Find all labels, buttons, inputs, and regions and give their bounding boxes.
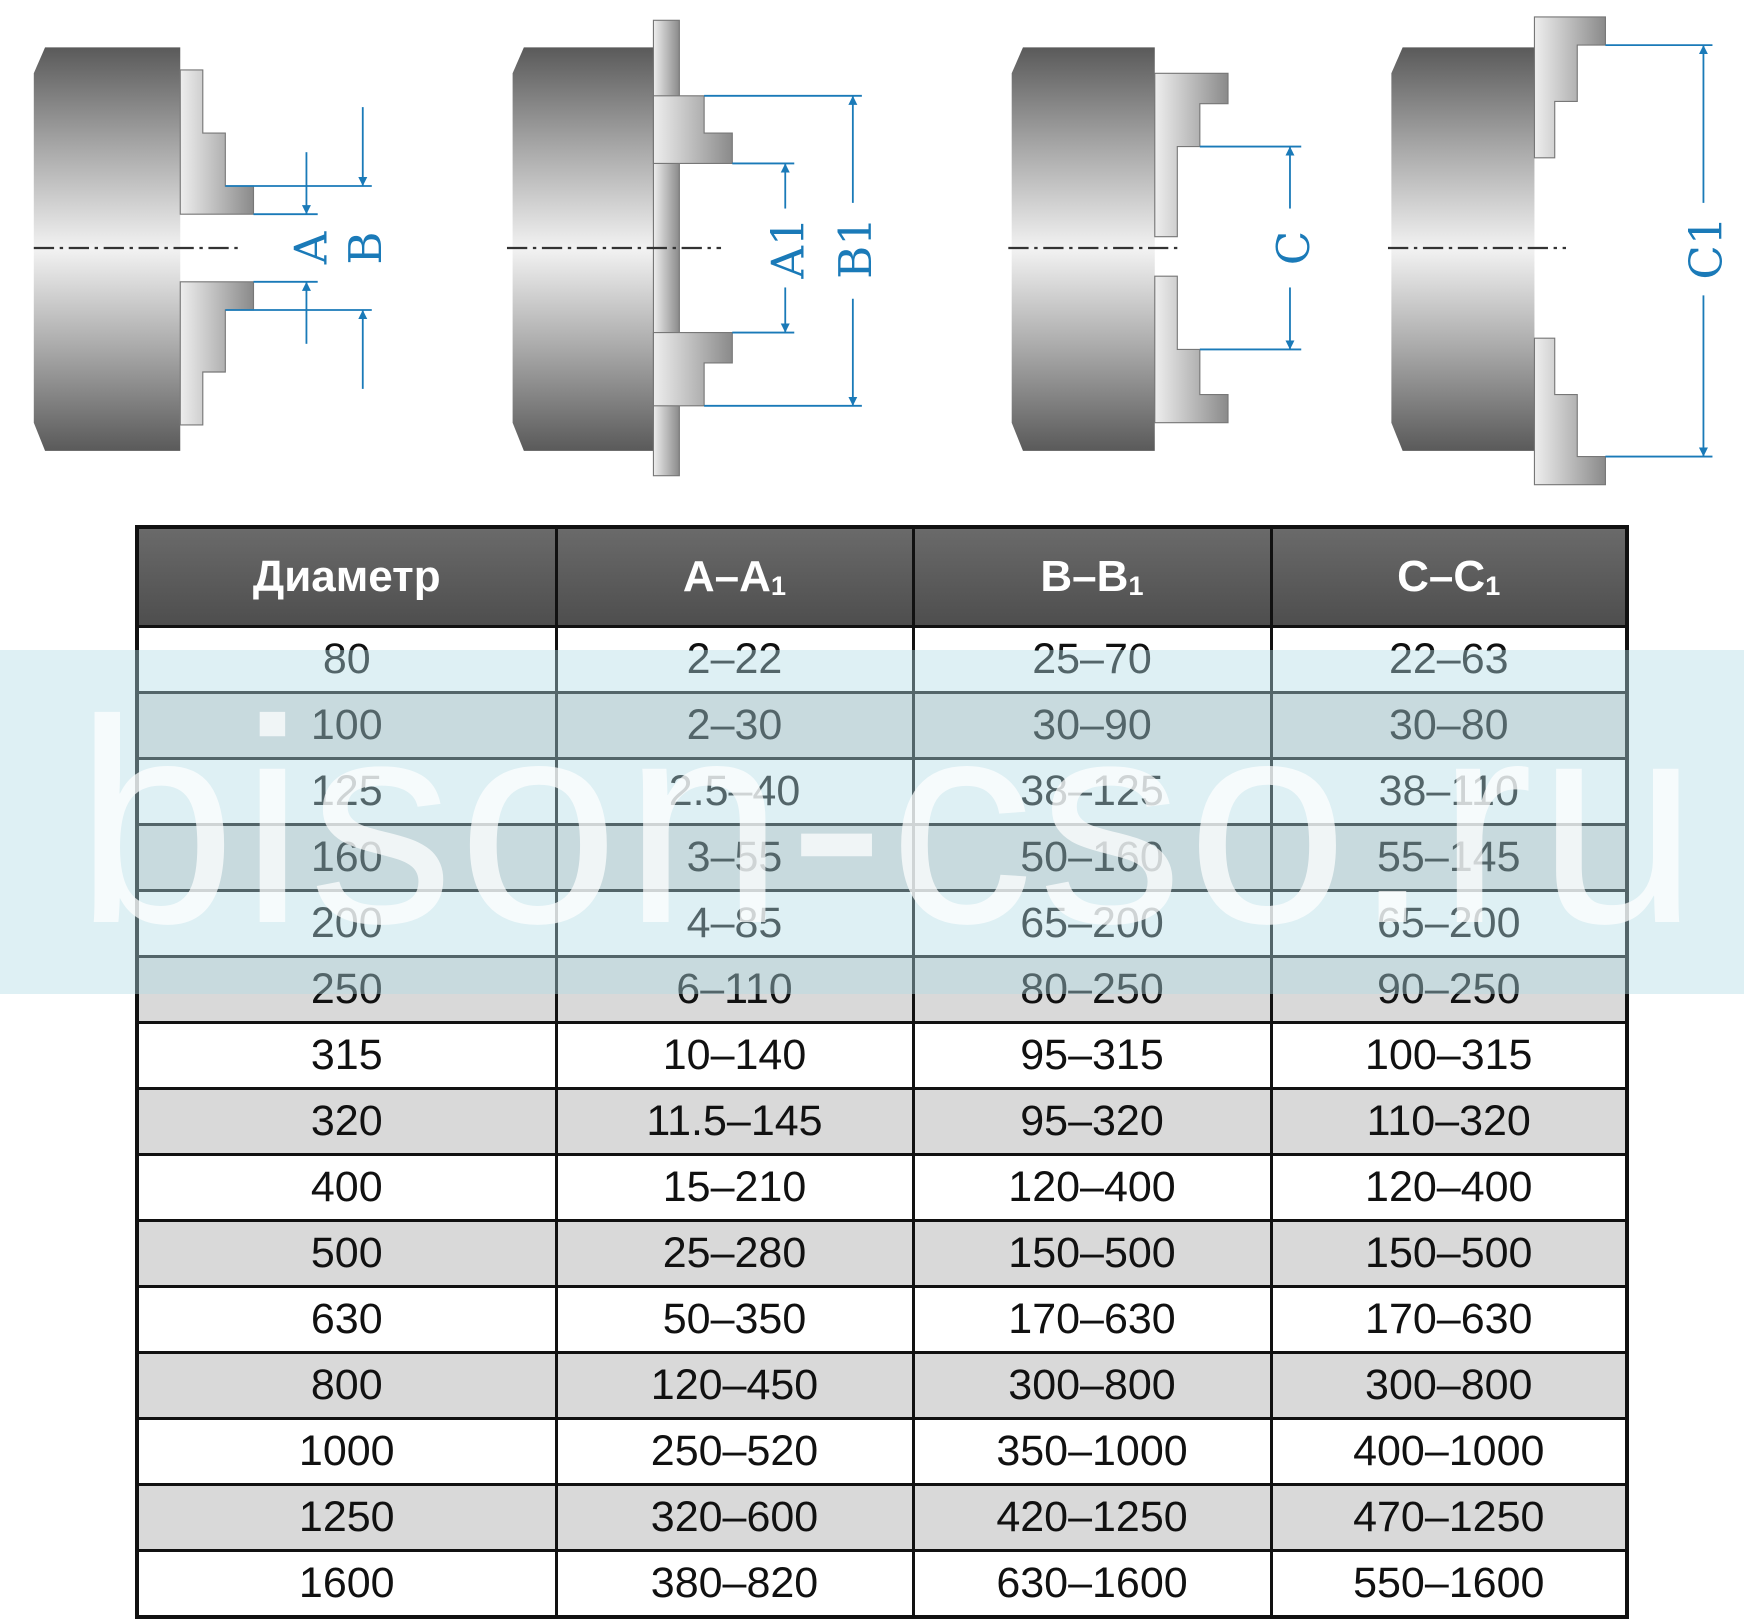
- cell-diameter: 1250: [135, 1483, 558, 1552]
- cell-b-b1: 65–200: [911, 889, 1273, 958]
- cell-diameter: 200: [135, 889, 558, 958]
- cell-diameter: 100: [135, 691, 558, 760]
- label-c: C: [1267, 231, 1320, 265]
- cell-a-a1: 3–55: [554, 823, 915, 892]
- cell-diameter: 125: [135, 757, 558, 826]
- cell-c-c1: 100–315: [1269, 1021, 1629, 1090]
- header-a-text: A–A: [682, 551, 771, 601]
- cell-diameter: 160: [135, 823, 558, 892]
- cell-b-b1: 30–90: [911, 691, 1273, 760]
- cell-c-c1: 110–320: [1269, 1087, 1629, 1156]
- label-a: A: [285, 231, 338, 265]
- cell-diameter: 250: [135, 955, 558, 1024]
- cell-diameter: 1600: [135, 1549, 558, 1619]
- cell-b-b1: 150–500: [911, 1219, 1273, 1288]
- cell-b-b1: 80–250: [911, 955, 1273, 1024]
- cell-a-a1: 2–30: [554, 691, 915, 760]
- cell-diameter: 500: [135, 1219, 558, 1288]
- cell-a-a1: 25–280: [554, 1219, 915, 1288]
- cell-diameter: 320: [135, 1087, 558, 1156]
- label-a1: A1: [761, 217, 814, 279]
- cell-b-b1: 170–630: [911, 1285, 1273, 1354]
- cell-b-b1: 50–160: [911, 823, 1273, 892]
- cell-b-b1: 300–800: [911, 1351, 1273, 1420]
- cell-a-a1: 50–350: [554, 1285, 915, 1354]
- cell-b-b1: 420–1250: [911, 1483, 1273, 1552]
- label-b: B: [339, 231, 392, 264]
- cell-diameter: 80: [135, 625, 558, 694]
- cell-diameter: 630: [135, 1285, 558, 1354]
- header-c-c1: C–C1: [1269, 525, 1629, 628]
- cell-c-c1: 120–400: [1269, 1153, 1629, 1222]
- cell-a-a1: 120–450: [554, 1351, 915, 1420]
- cell-a-a1: 6–110: [554, 955, 915, 1024]
- header-c-text: C–C: [1397, 551, 1486, 601]
- cell-c-c1: 150–500: [1269, 1219, 1629, 1288]
- diagram-c: C: [1008, 47, 1320, 451]
- cell-a-a1: 2–22: [554, 625, 915, 694]
- cell-c-c1: 300–800: [1269, 1351, 1629, 1420]
- table-header-row: Диаметр A–A1 B–B1 C–C1: [135, 525, 1629, 628]
- cell-c-c1: 550–1600: [1269, 1549, 1629, 1619]
- cell-c-c1: 90–250: [1269, 955, 1629, 1024]
- cell-diameter: 315: [135, 1021, 558, 1090]
- cell-c-c1: 38–110: [1269, 757, 1629, 826]
- cell-diameter: 1000: [135, 1417, 558, 1486]
- cell-a-a1: 380–820: [554, 1549, 915, 1619]
- cell-diameter: 800: [135, 1351, 558, 1420]
- cell-c-c1: 22–63: [1269, 625, 1629, 694]
- cell-b-b1: 630–1600: [911, 1549, 1273, 1619]
- cell-a-a1: 2.5–40: [554, 757, 915, 826]
- cell-a-a1: 15–210: [554, 1153, 915, 1222]
- header-c-sub: 1: [1485, 570, 1501, 602]
- cell-b-b1: 350–1000: [911, 1417, 1273, 1486]
- cell-b-b1: 25–70: [911, 625, 1273, 694]
- cell-c-c1: 55–145: [1269, 823, 1629, 892]
- cell-c-c1: 65–200: [1269, 889, 1629, 958]
- header-a-sub: 1: [770, 570, 787, 602]
- cell-b-b1: 95–315: [911, 1021, 1273, 1090]
- diagram-a1-b1: A1 B1: [506, 19, 882, 477]
- cell-c-c1: 470–1250: [1269, 1483, 1629, 1552]
- label-b1: B1: [829, 217, 882, 279]
- cell-c-c1: 400–1000: [1269, 1417, 1629, 1486]
- cell-a-a1: 4–85: [554, 889, 915, 958]
- header-b-sub: 1: [1128, 570, 1144, 602]
- label-c1: C1: [1679, 216, 1732, 279]
- cell-a-a1: 250–520: [554, 1417, 915, 1486]
- cell-a-a1: 10–140: [554, 1021, 915, 1090]
- header-diameter: Диаметр: [135, 525, 558, 628]
- cell-a-a1: 320–600: [554, 1483, 915, 1552]
- diagram-c1: C1: [1387, 16, 1732, 486]
- cell-c-c1: 30–80: [1269, 691, 1629, 760]
- cell-b-b1: 38–125: [911, 757, 1273, 826]
- header-b-text: B–B: [1040, 551, 1129, 601]
- cell-b-b1: 120–400: [911, 1153, 1273, 1222]
- cell-a-a1: 11.5–145: [554, 1087, 915, 1156]
- chuck-jaw-diagrams: A B A1 B1 C: [33, 16, 1732, 486]
- cell-c-c1: 170–630: [1269, 1285, 1629, 1354]
- diagram-a-b: A B: [33, 47, 392, 451]
- header-b-b1: B–B1: [911, 525, 1273, 628]
- header-a-a1: A–A1: [554, 525, 915, 628]
- cell-b-b1: 95–320: [911, 1087, 1273, 1156]
- cell-diameter: 400: [135, 1153, 558, 1222]
